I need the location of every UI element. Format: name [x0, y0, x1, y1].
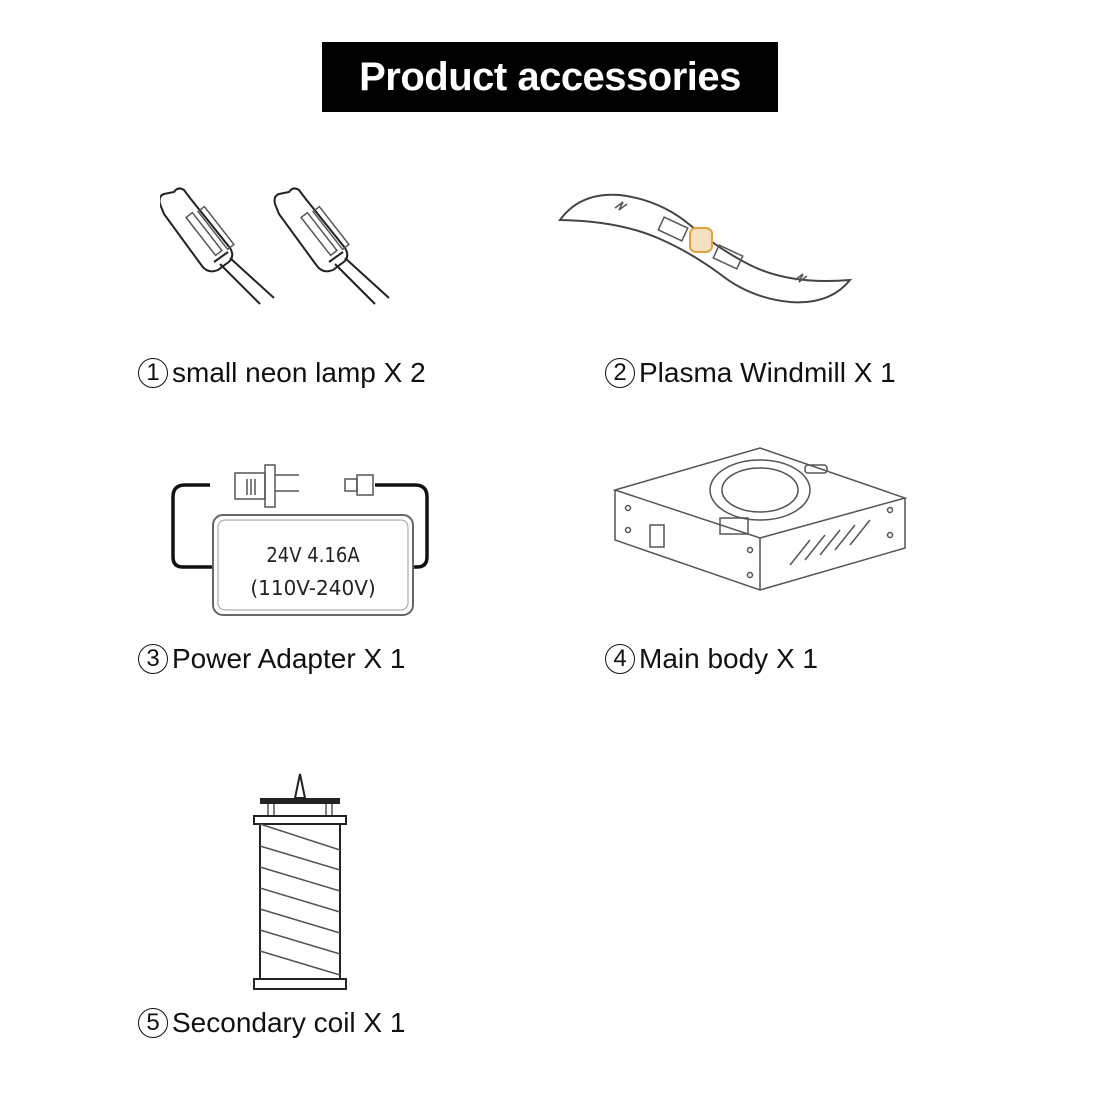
secondary-coil-illustration: [253, 773, 347, 990]
item-text: small neon lamp X 2: [172, 357, 426, 388]
item-label-secondary-coil: 5 Secondary coil X 1: [138, 1007, 405, 1039]
plasma-windmill-illustration: [558, 193, 853, 304]
item-label-power-adapter: 3 Power Adapter X 1: [138, 643, 405, 675]
item-number: 4: [605, 644, 635, 674]
item-number: 5: [138, 1008, 168, 1038]
item-text: Power Adapter X 1: [172, 643, 406, 674]
adapter-rating: 24V 4.16A: [266, 543, 360, 567]
main-body-illustration: [612, 447, 908, 591]
item-text: Main body X 1: [639, 643, 818, 674]
item-number: 3: [138, 644, 168, 674]
item-label-main-body: 4 Main body X 1: [605, 643, 818, 675]
adapter-input: (110V-240V): [250, 576, 375, 600]
item-label-neon-lamp: 1 small neon lamp X 2: [138, 357, 426, 389]
page-title: Product accessories: [322, 42, 778, 112]
power-adapter-illustration: 24V 4.16A (110V-240V): [171, 464, 429, 616]
item-text: Secondary coil X 1: [172, 1007, 406, 1038]
item-number: 1: [138, 358, 168, 388]
item-number: 2: [605, 358, 635, 388]
neon-lamp-illustration: [160, 187, 390, 305]
item-label-plasma-windmill: 2 Plasma Windmill X 1: [605, 357, 896, 389]
item-text: Plasma Windmill X 1: [639, 357, 896, 388]
windmill-hub-icon: [689, 227, 713, 253]
